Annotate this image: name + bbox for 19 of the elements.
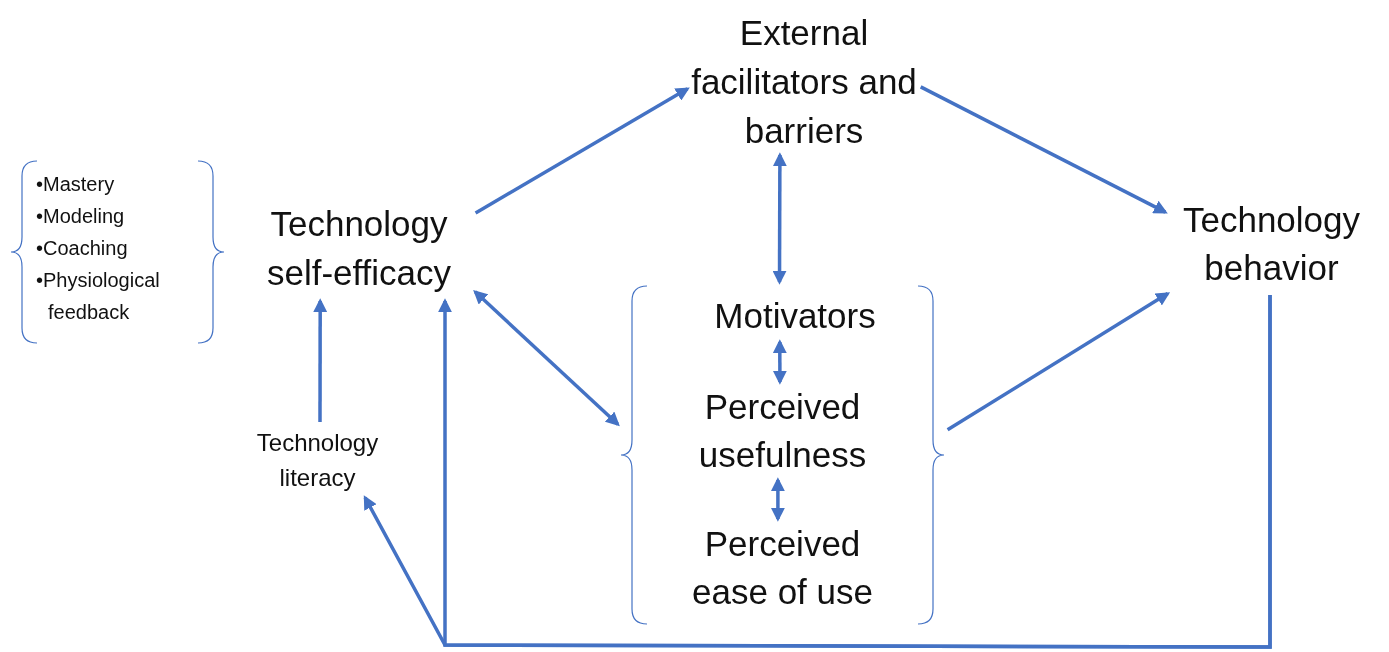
concept-label: Perceived ease of use: [680, 522, 885, 614]
arrow: [313, 298, 328, 422]
concept-label: Technology behavior: [1168, 195, 1375, 292]
arrow: [474, 87, 690, 215]
arrow: [772, 339, 787, 385]
arrow: [919, 85, 1168, 214]
arrow: [770, 477, 785, 522]
arrow: [772, 152, 787, 285]
list-item: •Modeling: [36, 204, 126, 229]
arrow: [946, 292, 1171, 432]
list-item: •Physiological feedback: [36, 268, 161, 325]
concept-label: Technology self-efficacy: [245, 198, 473, 298]
arrow: [473, 289, 620, 427]
concept-label: Technology literacy: [240, 425, 395, 495]
list-item: •Mastery: [36, 172, 116, 197]
concept-label: External facilitators and barriers: [690, 10, 918, 152]
list-item: •Coaching: [36, 236, 129, 261]
concept-label: Perceived usefulness: [690, 385, 875, 477]
concept-label: Motivators: [700, 293, 890, 339]
